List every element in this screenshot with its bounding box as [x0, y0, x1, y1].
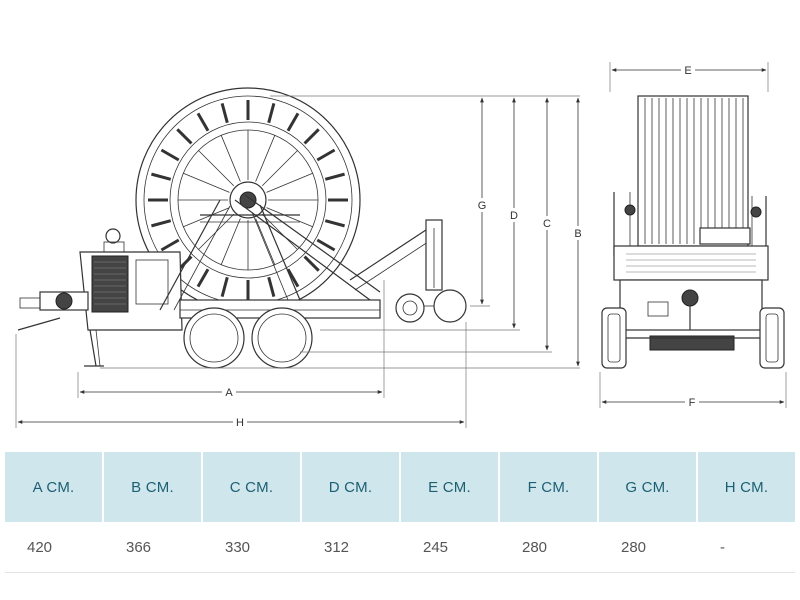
reel-slot [176, 128, 193, 145]
value-cell-f: 280 [522, 538, 548, 556]
reel-slot [267, 103, 276, 124]
reel-spoke [220, 135, 241, 182]
value-cell-d: 312 [324, 538, 350, 556]
reel-spoke [261, 213, 298, 250]
side-view [17, 87, 467, 369]
header-cell-e: E CM. [401, 452, 498, 522]
value-cell-a: 420 [27, 538, 53, 556]
reel-slot [151, 172, 172, 181]
table-header-row: A CM. B CM. C CM. D CM. E CM. F CM. G CM… [5, 452, 795, 522]
reel-slot [324, 219, 345, 228]
reel-spoke [255, 135, 276, 182]
reel-spoke [266, 207, 313, 228]
table-value-row: 420 366 330 312 245 280 280 - [5, 522, 795, 573]
dimensions-table: A CM. B CM. C CM. D CM. E CM. F CM. G CM… [5, 452, 795, 573]
hose-reel-drum [135, 87, 361, 313]
value-cell-c: 330 [225, 538, 251, 556]
reel-slot [286, 268, 300, 288]
header-cell-f: F CM. [500, 452, 597, 522]
reel-spoke [198, 150, 235, 187]
reel-slot [160, 238, 180, 252]
machine-technical-drawing: G D C B A H [15, 62, 787, 429]
front-reel [637, 95, 749, 247]
reel-slot [220, 276, 229, 297]
dimension-label-g: G [478, 200, 487, 212]
front-dimensions: E F [599, 62, 787, 409]
reel-spoke [220, 218, 241, 265]
dimension-label-c: C [543, 218, 551, 230]
reel-slot [286, 112, 300, 132]
reel-slot [220, 103, 229, 124]
dimension-label-h: H [236, 417, 244, 429]
value-cell-g: 280 [621, 538, 647, 556]
reel-slot [303, 255, 320, 272]
value-cell-e: 245 [423, 538, 449, 556]
dimension-label-f: F [689, 397, 696, 409]
hose-guide-arm [349, 219, 467, 323]
value-cell-b: 366 [126, 538, 152, 556]
dimension-label-e: E [684, 65, 691, 77]
dimension-label-a: A [225, 387, 233, 399]
dimension-label-b: B [574, 228, 581, 240]
support-frame [159, 194, 381, 311]
side-dimensions: G D C B A H [15, 95, 585, 429]
dimension-label-d: D [510, 210, 518, 222]
axle-wheels [183, 307, 313, 369]
header-cell-d: D CM. [302, 452, 399, 522]
reel-spoke [183, 172, 230, 193]
reel-spoke [255, 218, 276, 265]
reel-spoke [183, 207, 230, 228]
header-cell-g: G CM. [599, 452, 696, 522]
reel-slot [196, 268, 210, 288]
reel-slot [196, 112, 210, 132]
front-view [601, 95, 785, 369]
header-cell-b: B CM. [104, 452, 201, 522]
reel-slot [316, 148, 336, 162]
reel-slot [160, 148, 180, 162]
header-cell-c: C CM. [203, 452, 300, 522]
header-cell-a: A CM. [5, 452, 102, 522]
reel-slot [324, 172, 345, 181]
reel-slot [303, 128, 320, 145]
reel-slot [316, 238, 336, 252]
reel-slot [267, 276, 276, 297]
header-cell-h: H CM. [698, 452, 795, 522]
reel-slot [151, 219, 172, 228]
value-cell-h: - [720, 538, 725, 556]
reel-spoke [261, 150, 298, 187]
reel-spoke [266, 172, 313, 193]
